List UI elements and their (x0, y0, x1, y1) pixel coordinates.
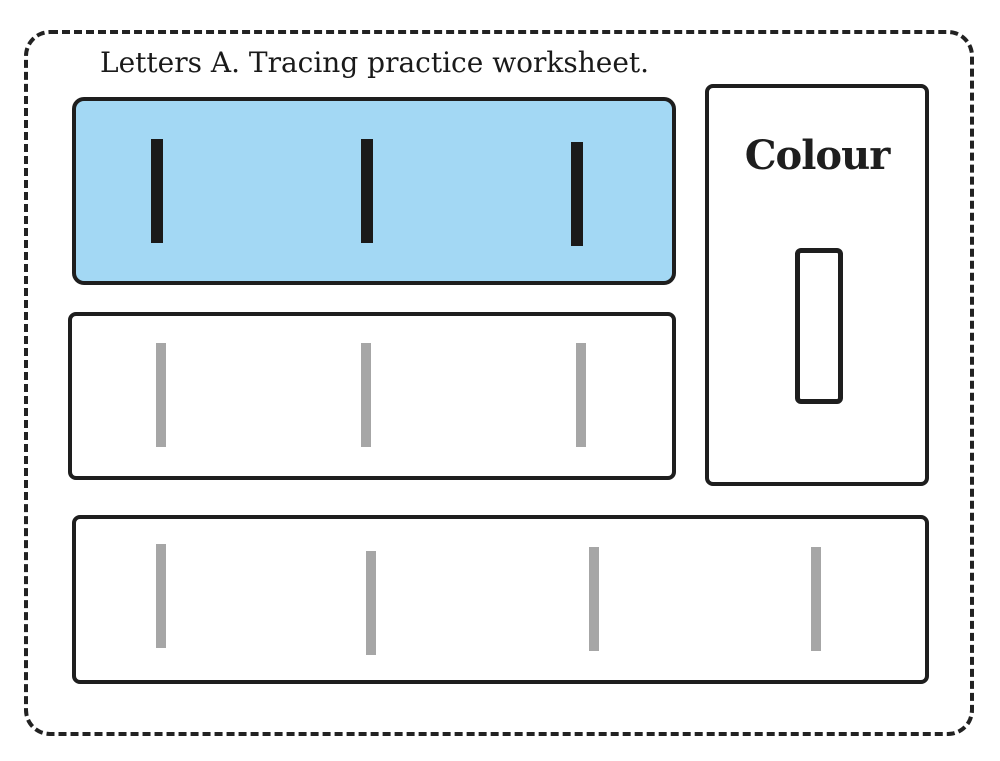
trace-stroke (156, 343, 166, 447)
letter-stroke-example (151, 139, 163, 243)
trace-stroke (576, 343, 586, 447)
tracing-row (72, 515, 929, 684)
dashed-cut-border (24, 30, 974, 736)
colour-label: Colour (744, 132, 891, 179)
example-row (72, 97, 676, 285)
trace-stroke (366, 551, 376, 655)
trace-stroke (811, 547, 821, 651)
trace-stroke (361, 343, 371, 447)
trace-stroke (589, 547, 599, 651)
colour-letter-outline[interactable] (795, 248, 843, 404)
colour-panel: Colour (705, 84, 929, 486)
letter-stroke-example (571, 142, 583, 246)
letter-stroke-example (361, 139, 373, 243)
worksheet-title: Letters A. Tracing practice worksheet. (100, 46, 650, 79)
tracing-row (68, 312, 676, 480)
trace-stroke (156, 544, 166, 648)
